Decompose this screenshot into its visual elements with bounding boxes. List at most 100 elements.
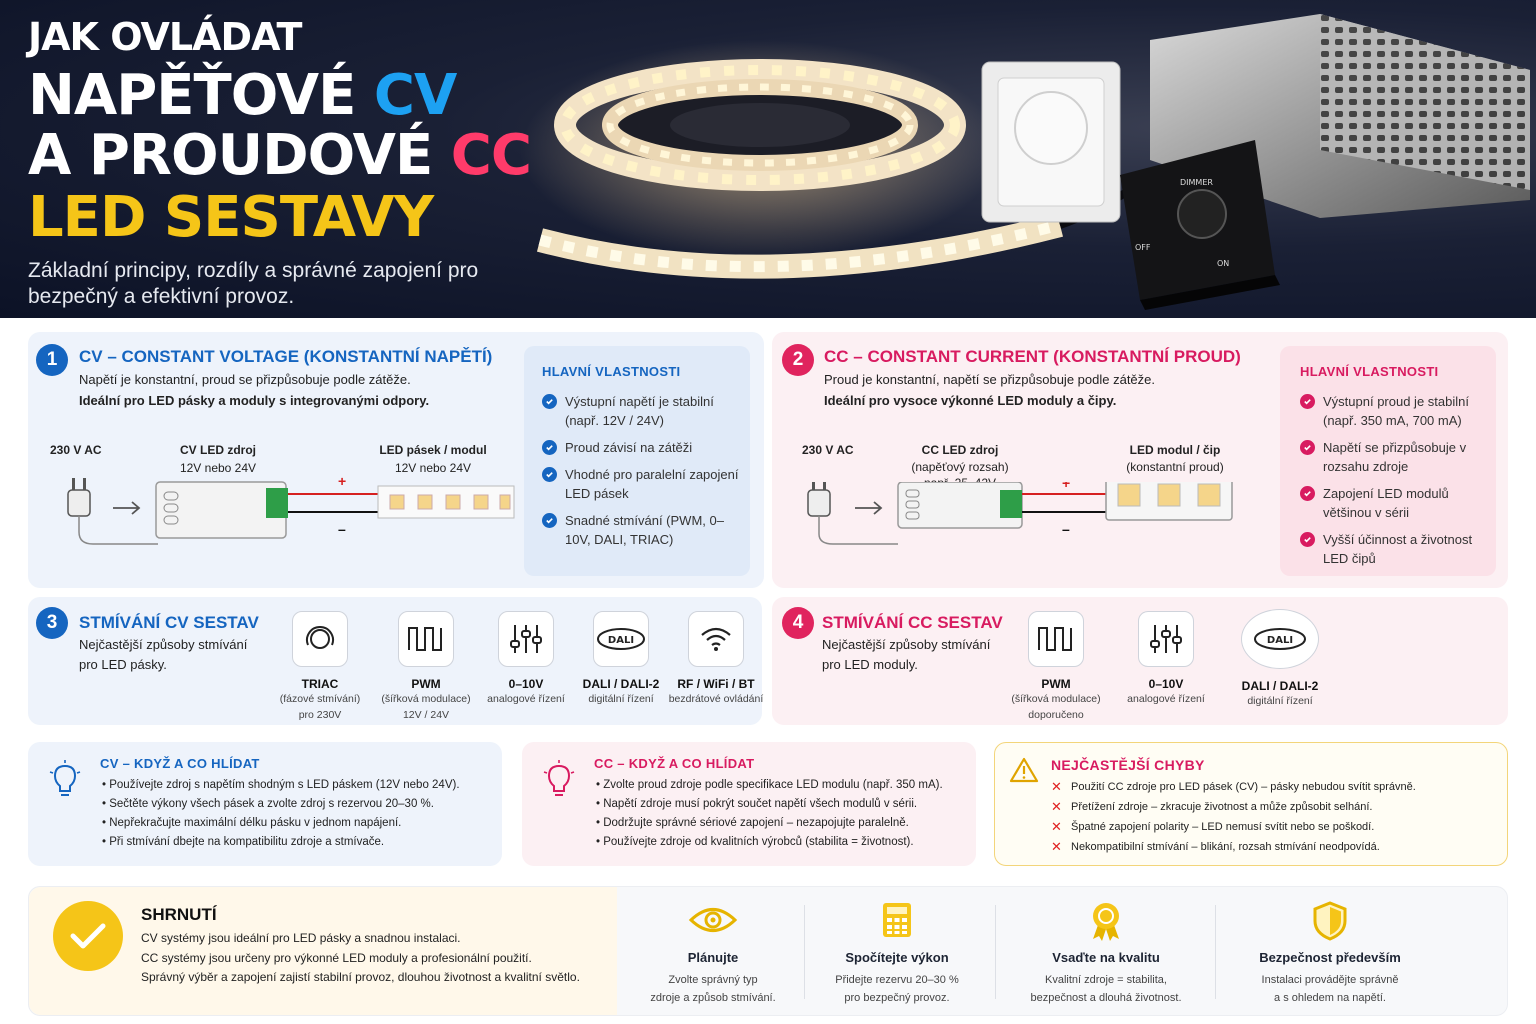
check-icon — [1300, 486, 1315, 501]
cc-dimming-panel: 4 STMÍVÁNÍ CC SESTAV Nejčastější způsoby… — [772, 597, 1508, 725]
tip-item: Zvolte proud zdroje podle specifikace LE… — [596, 776, 968, 795]
summary-col-title: Plánujte — [687, 950, 739, 965]
hero-line-2a: NAPĚŤOVÉ — [28, 63, 374, 128]
cc-feature-text: Výstupní proud je stabilní (např. 350 mA… — [1323, 394, 1469, 428]
summary-col-safety: Bezpečnost především Instalaci provádějt… — [1225, 901, 1435, 1007]
pwm-wave-icon — [398, 611, 454, 667]
method-sub: 12V / 24V — [402, 709, 450, 721]
x-icon: ✕ — [1051, 839, 1062, 854]
cc-dim-desc: Nejčastější způsoby stmívání pro LED mod… — [822, 637, 991, 672]
method-name: 0–10V — [1148, 677, 1184, 691]
section-number: 4 — [782, 607, 814, 639]
cc-load-label: LED modul / čip — [1129, 443, 1221, 457]
tip-item: Nepřekračujte maximální délku pásku v je… — [102, 814, 492, 833]
summary-panel: SHRNUTÍ CV systémy jsou ideální pro LED … — [28, 886, 1508, 1016]
check-icon — [1300, 394, 1315, 409]
dim-method-010v: 0–10V analogové řízení — [474, 611, 578, 707]
hero-banner: DIMMER OFF ON JAK OVLÁDAT NAPĚŤOVÉ CV A … — [0, 0, 1536, 318]
section-number: 1 — [36, 344, 68, 376]
product-photo: DIMMER OFF ON — [520, 14, 1530, 310]
dali-icon: DALI — [1241, 609, 1319, 669]
error-item: ✕Špatné zapojení polarity – LED nemusí s… — [1051, 817, 1501, 837]
led-strip-reel — [536, 59, 1133, 279]
cv-dimming-panel: 3 STMÍVÁNÍ CV SESTAV Nejčastější způsoby… — [28, 597, 763, 725]
hero-subtitle: Základní principy, rozdíly a správné zap… — [28, 259, 479, 308]
check-icon — [542, 467, 557, 482]
wifi-icon — [688, 611, 744, 667]
cc-feature-text: Vyšší účinnost a životnost LED čipů — [1323, 532, 1473, 566]
summary-col-line: Přidejte rezervu 20–30 % — [835, 974, 959, 986]
divider — [804, 905, 805, 999]
method-sub: (fázové stmívání) — [279, 693, 361, 705]
cc-features-box: HLAVNÍ VLASTNOSTI Výstupní proud je stab… — [1280, 346, 1496, 576]
cc-load-sub: (konstantní proud) — [1126, 460, 1224, 474]
arrow-right-icon — [113, 501, 141, 515]
tip-item: Dodržujte správné sériové zapojení – nez… — [596, 814, 968, 833]
cv-tips-panel: CV – KDYŽ A CO HLÍDAT Používejte zdroj s… — [28, 742, 502, 866]
eye-icon — [688, 908, 738, 932]
cc-psu-label: CC LED zdroj — [921, 443, 999, 457]
knob-dimmer: DIMMER OFF ON — [1120, 140, 1280, 310]
method-sub: doporučeno — [1028, 709, 1084, 721]
cc-tips-title: CC – KDYŽ A CO HLÍDAT — [594, 756, 755, 771]
sliders-icon — [498, 611, 554, 667]
method-sub: digitální řízení — [588, 693, 654, 705]
dali-text: DALI — [608, 635, 634, 646]
summary-text: CV systémy jsou ideální pro LED pásky a … — [141, 929, 611, 988]
warning-icon — [1009, 757, 1039, 783]
summary-col-line: Kvalitní zdroje = stabilita, — [1045, 974, 1167, 986]
hero-line-3: A PROUDOVÉ CC — [28, 128, 532, 184]
summary-line: CC systémy jsou určeny pro výkonné LED m… — [141, 950, 532, 965]
tip-item: Sečtěte výkony všech pásek a zvolte zdro… — [102, 795, 492, 814]
method-sub: pro 230V — [298, 709, 342, 721]
lightbulb-icon — [49, 760, 81, 796]
method-name: PWM — [1041, 677, 1071, 691]
cv-desc-1: Napětí je konstantní, proud se přizpůsob… — [79, 372, 411, 387]
method-name: DALI / DALI-2 — [582, 677, 660, 691]
error-text: Použití CC zdroje pro LED pásek (CV) – p… — [1071, 781, 1416, 793]
cv-tips-list: Používejte zdroj s napětím shodným s LED… — [102, 776, 492, 852]
plus-sign: + — [338, 473, 346, 489]
cc-feature-item: Výstupní proud je stabilní (např. 350 mA… — [1300, 392, 1488, 430]
error-item: ✕ Nekompatibilní stmívání – blikání, rozs… — [1051, 837, 1501, 857]
dali-text: DALI — [1267, 635, 1293, 646]
errors-list: ✕ Použití CC zdroje pro LED pásek (CV) – … — [1051, 777, 1501, 857]
cv-feature-text: Snadné stmívání (PWM, 0–10V, DALI, TRIAC… — [565, 513, 724, 547]
on-text: ON — [1217, 259, 1229, 268]
cv-feature-item: Výstupní napětí je stabilní (např. 12V /… — [542, 392, 742, 430]
summary-line: CV systémy jsou ideální pro LED pásky a … — [141, 931, 461, 945]
cc-title: CC – CONSTANT CURRENT (KONSTANTNÍ PROUD) — [824, 347, 1241, 366]
plus-sign: + — [1062, 482, 1070, 491]
section-number: 3 — [36, 607, 68, 639]
tip-item: Používejte zdroje od kvalitních výrobců … — [596, 833, 968, 852]
hero-line-1: JAK OVLÁDAT — [28, 15, 302, 59]
cc-features-title: HLAVNÍ VLASTNOSTI — [1300, 364, 1439, 379]
cv-feature-text: Výstupní napětí je stabilní (např. 12V /… — [565, 394, 714, 428]
cc-psu-box — [897, 482, 1023, 529]
cc-tips-panel: CC – KDYŽ A CO HLÍDAT Zvolte proud zdroj… — [522, 742, 976, 866]
method-sub: bezdrátové ovládání — [668, 693, 764, 705]
summary-col-desc: Kvalitní zdroje = stabilita,bezpečnost a… — [1001, 971, 1211, 1007]
dim-method-010v: 0–10V analogové řízení — [1114, 611, 1218, 707]
minus-sign: – — [1062, 521, 1070, 537]
errors-panel: NEJČASTĚJŠÍ CHYBY ✕Použití CC zdroje pro… — [994, 742, 1508, 866]
plug-icon — [67, 478, 158, 545]
cv-src-label: 230 V AC — [50, 443, 102, 457]
method-name: PWM — [411, 677, 441, 691]
check-icon — [1300, 532, 1315, 547]
cv-psu-label: CV LED zdroj — [179, 443, 256, 457]
calculator-icon — [883, 903, 911, 937]
cv-feature-item: Proud závisí na zátěži — [542, 438, 742, 457]
method-sub: (šířková modulace) — [1011, 693, 1101, 705]
cc-panel: 2 CC – CONSTANT CURRENT (KONSTANTNÍ PROU… — [772, 332, 1508, 588]
summary-col-title: Bezpečnost především — [1259, 950, 1401, 965]
cc-features-list: Výstupní proud je stabilní (např. 350 mA… — [1300, 384, 1488, 568]
error-text: Nekompatibilní stmívání – blikání, rozsa… — [1071, 841, 1380, 853]
tip-item: Při stmívání dbejte na kompatibilitu zdr… — [102, 833, 492, 852]
dimmer-text: DIMMER — [1180, 178, 1213, 187]
cv-dim-desc: Nejčastější způsoby stmívání pro LED pás… — [79, 637, 248, 672]
plug-icon — [807, 482, 898, 545]
hero-line-3a: A PROUDOVÉ — [28, 123, 451, 188]
hero-line-2: NAPĚŤOVÉ CV — [28, 68, 457, 124]
